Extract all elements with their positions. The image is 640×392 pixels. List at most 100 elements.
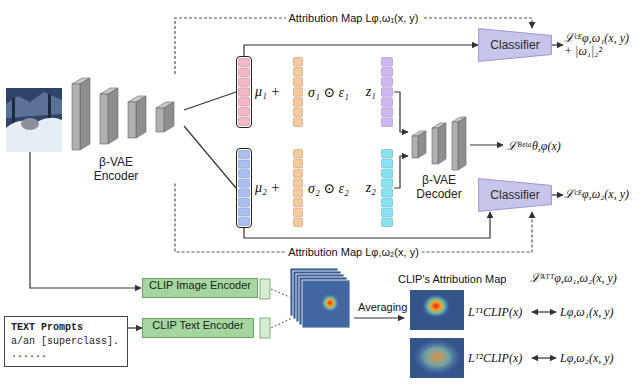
connector (184, 126, 236, 188)
embedding-vector (260, 279, 270, 299)
connector (184, 92, 236, 110)
vector-cell (294, 68, 303, 77)
loss-term: ℒᴮᵉᵗᵃθ,φ(x) (507, 137, 561, 154)
vector-cell (239, 68, 250, 76)
vector-cell (382, 150, 393, 158)
vector-cell (239, 78, 250, 86)
vector-cell (294, 98, 303, 107)
vector-cells (380, 148, 394, 228)
vector-cell (294, 150, 303, 158)
vector-cell (294, 169, 303, 177)
similarity-line (271, 318, 292, 328)
comparison-arrow (532, 311, 556, 312)
decoder-layers (458, 117, 466, 170)
decoder-layers (412, 117, 466, 170)
vector-cell (294, 108, 303, 117)
encoder-box: CLIP Text Encoder (142, 318, 254, 338)
loss-term: ℒᴬᵀᵀφ,ω₁,ω₂(x, y) (530, 269, 617, 286)
connector (244, 45, 478, 56)
encoder-layers (164, 102, 174, 132)
similarity-line (271, 289, 292, 298)
vector-cell (382, 199, 393, 207)
vector-cell (382, 218, 393, 226)
vector-cell (294, 218, 303, 226)
vector-cell (294, 208, 303, 216)
vector-cell (382, 179, 393, 187)
encoder-box: CLIP Image Encoder (142, 278, 258, 298)
vector-cell (382, 88, 393, 97)
prompt-box: TEXT Promptsa/an [superclass]....... (4, 316, 128, 367)
input-photo (21, 118, 39, 130)
node-label: TEXT Prompts (11, 321, 121, 335)
map-symbol: Lφ,ω₂(x, y) (560, 351, 614, 366)
attribution-stack (321, 294, 339, 312)
vector-cell (382, 208, 393, 216)
vector-cell (382, 108, 393, 117)
loss-term: ℒᶜᴱφ,ω₂(x, y) (564, 188, 636, 201)
vector-cell (239, 117, 250, 125)
vector-cell (239, 88, 250, 96)
edge-label: Attribution Map Lφ,ω₂(x, y) (285, 246, 422, 258)
classifier-shape (479, 179, 552, 212)
step-label: Averaging (358, 301, 407, 313)
connector (394, 92, 408, 132)
node-label: z₁ (366, 84, 376, 100)
vector-cell (239, 208, 250, 216)
vector-cell (294, 189, 303, 197)
encoder-layers (72, 84, 80, 150)
input-photo (6, 118, 62, 152)
std-vector: σ₁ ⊙ ε₁ (292, 56, 304, 128)
map-symbol: Lᵀ²CLIP(x) (468, 351, 522, 366)
loss-term: ℒᶜᴱφ,ω₁(x, y) + |ω₁|₂² (564, 32, 636, 58)
node-label: Classifier (490, 188, 539, 202)
mean-vector: μ₂ + (236, 148, 252, 228)
output-arrow (470, 45, 563, 195)
connector (394, 156, 408, 188)
vector-cell (294, 58, 303, 67)
node-label: z₂ (366, 180, 376, 196)
map-symbol: Lᵀ¹CLIP(x) (468, 305, 522, 320)
vector-cells (237, 57, 251, 127)
attribution-heatmap (413, 339, 461, 375)
input-photo (12, 98, 15, 124)
vector-cell (239, 59, 250, 67)
vector-cell (239, 217, 250, 225)
output-arrow (552, 194, 563, 195)
node-label: σ₁ ⊙ ε₁ (308, 84, 349, 101)
classifier-shape (479, 29, 552, 62)
vector-cell (294, 78, 303, 87)
decoder-layers (432, 128, 438, 164)
vector-cell (239, 189, 250, 197)
vector-cell (239, 179, 250, 187)
decoder-layers (438, 123, 446, 164)
vector-cell (239, 151, 250, 159)
encoder-layers (108, 88, 118, 144)
encoder-layers (80, 78, 90, 150)
encoder-layers (136, 96, 146, 138)
latent-vector: z₂ (380, 148, 394, 228)
edge-label: Attribution Map Lφ,ω₁(x, y) (285, 12, 421, 24)
prompt-line: a/an [superclass]. (11, 335, 121, 349)
vector-cells (237, 149, 251, 227)
vector-cell (382, 58, 393, 67)
decoder-layers (418, 131, 426, 158)
vector-cell (382, 68, 393, 77)
vector-cell (382, 98, 393, 107)
vector-cell (294, 159, 303, 167)
node-label: Classifier (490, 38, 539, 52)
node-label: μ₂ + (255, 180, 280, 196)
attribution-stack (302, 280, 350, 328)
averaging-arrow (354, 317, 404, 318)
encoder-block: β-VAE Encoder (66, 74, 184, 184)
attribution-heatmap (410, 290, 464, 330)
decoder-layers (452, 122, 458, 170)
vector-cell (239, 198, 250, 206)
input-photo (6, 88, 62, 152)
vector-cell (239, 98, 250, 106)
connector (244, 212, 490, 238)
input-photo (6, 88, 62, 152)
classifier-head: Classifier (478, 178, 552, 212)
prompt-line: ...... (11, 348, 121, 362)
vector-cell (382, 189, 393, 197)
vector-cell (294, 199, 303, 207)
